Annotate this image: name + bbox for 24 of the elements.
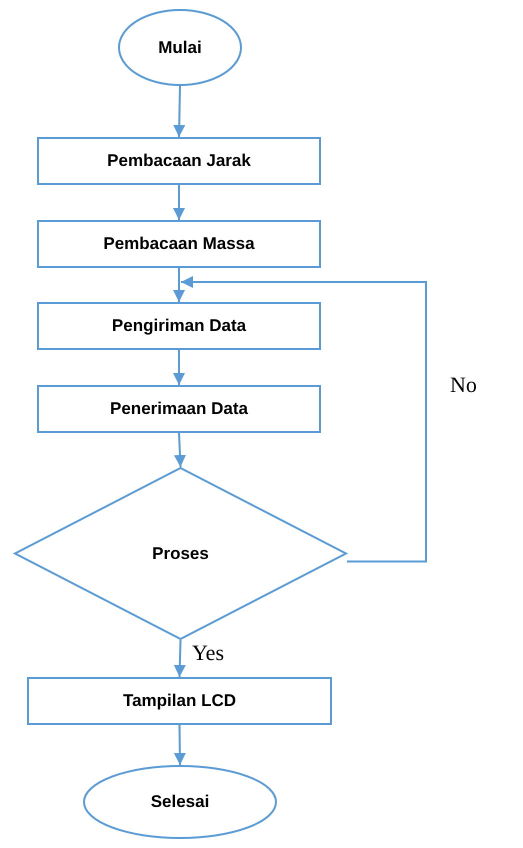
arrow bbox=[174, 724, 186, 766]
step-label: Pembacaan Jarak bbox=[107, 151, 251, 171]
process-box bbox=[37, 385, 321, 433]
step-label: Mulai bbox=[158, 38, 202, 58]
step-label: Penerimaan Data bbox=[110, 399, 248, 419]
arrow bbox=[181, 276, 427, 562]
arrow bbox=[173, 268, 185, 302]
process-box bbox=[37, 137, 321, 185]
step-label: Pengiriman Data bbox=[112, 316, 246, 336]
step-label: Selesai bbox=[150, 792, 210, 812]
terminator-ellipse bbox=[83, 765, 277, 839]
arrow bbox=[174, 432, 186, 468]
arrow bbox=[174, 640, 186, 678]
step-label: Pembacaan Massa bbox=[103, 234, 255, 254]
process-box bbox=[37, 220, 321, 268]
arrow bbox=[173, 86, 186, 138]
process-box bbox=[37, 302, 321, 350]
terminator-ellipse bbox=[118, 9, 242, 86]
decision-diamond bbox=[14, 467, 347, 640]
arrow bbox=[173, 350, 185, 385]
process-box bbox=[27, 677, 332, 725]
step-label: Proses bbox=[152, 544, 209, 564]
step-label: Tampilan LCD bbox=[122, 691, 236, 711]
arrow bbox=[173, 185, 185, 220]
